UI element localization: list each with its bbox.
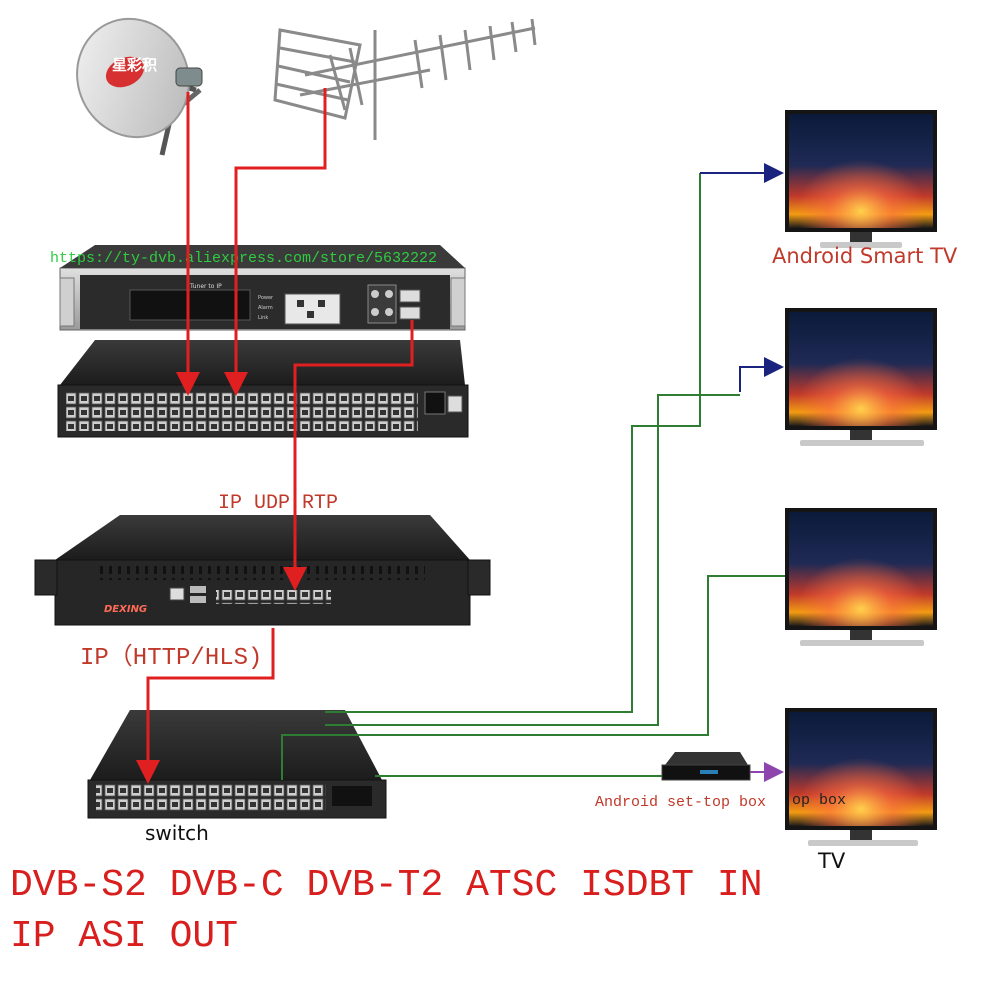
set-top-box-icon: [661, 752, 751, 781]
ip-http-hls-cable: [136, 628, 275, 784]
stb-overlap-text: op box: [792, 792, 846, 809]
tuner-to-ip-receiver: [59, 245, 466, 331]
multi-tuner-chassis: [57, 340, 469, 438]
satellite-dish-icon: [76, 17, 203, 156]
yagi-antenna-icon: [273, 18, 537, 140]
android-stb-label: Android set-top box: [595, 794, 766, 811]
hdmi-arrow-tv2: [739, 357, 784, 392]
tv-label: TV: [817, 849, 846, 873]
ip-http-hls-label: IP（HTTP/HLS): [80, 644, 262, 672]
ip-udp-rtp-cable: [283, 320, 414, 591]
android-smart-tv-label: Android Smart TV: [772, 244, 958, 268]
banner-line-1: DVB-S2 DVB-C DVB-T2 ATSC ISDBT IN: [10, 864, 763, 907]
ip-udp-rtp-label: IP UDP RTP: [218, 492, 338, 515]
dish-brand-text: 星彩积: [112, 56, 157, 74]
store-url-watermark: https://ty-dvb.aliexpress.com/store/5632…: [50, 250, 437, 267]
banner-line-2: IP ASI OUT: [10, 915, 238, 958]
receiver-status-link: Link: [258, 315, 268, 321]
lan-cable-to-tv3b: [281, 575, 785, 780]
lan-cable-to-tv1: [325, 173, 701, 713]
antenna-to-tuner-cable: [224, 88, 327, 396]
receiver-panel-label: Tuner to IP: [189, 283, 222, 290]
receiver-status-alarm: Alarm: [258, 305, 273, 311]
tv-1: [785, 110, 937, 248]
iptv-streaming-server: [34, 515, 491, 626]
tv-3: [785, 508, 937, 646]
network-switch: [87, 710, 387, 819]
receiver-status-power: Power: [258, 295, 274, 301]
tv-2: [785, 308, 937, 446]
switch-label: switch: [145, 821, 209, 845]
streaming-brand-logo: DEXING: [104, 604, 147, 615]
lan-cable-to-tv3: [325, 394, 740, 726]
tv-4: [785, 708, 937, 846]
